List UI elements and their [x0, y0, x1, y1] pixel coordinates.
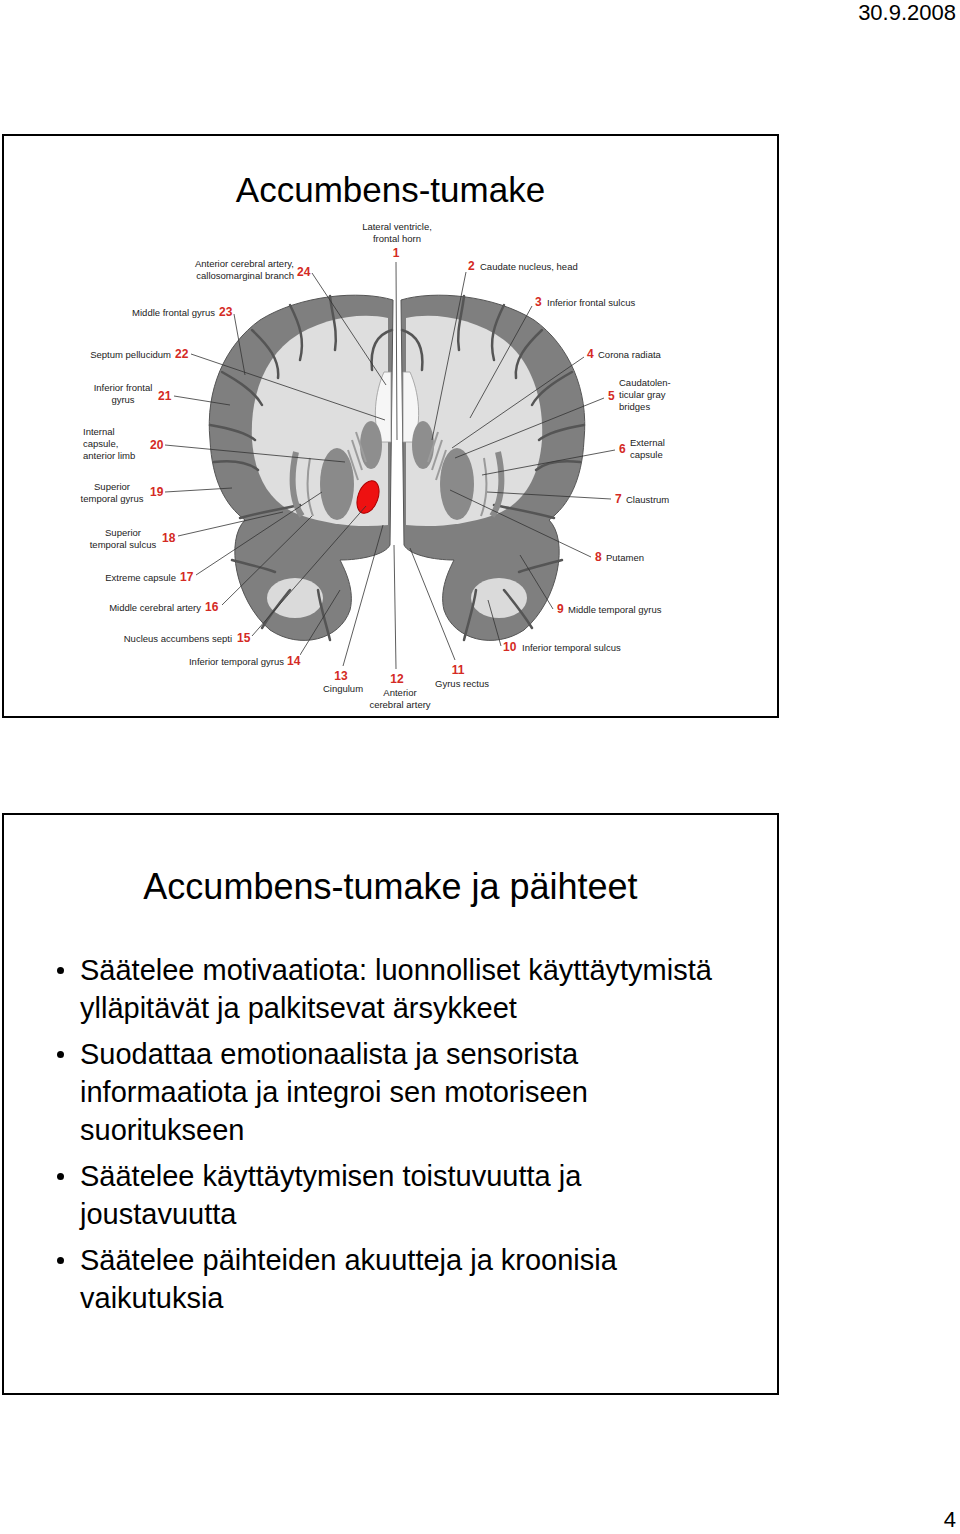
- structure-label: Superior temporal gyrus: [77, 481, 147, 505]
- callout-number: 14: [287, 654, 300, 668]
- callout-number: 4: [587, 347, 594, 361]
- structure-label: Internal capsule, anterior limb: [83, 426, 147, 462]
- structure-label: Inferior frontal sulcus: [547, 297, 635, 309]
- structure-label: Caudatolen- ticular gray bridges: [619, 377, 677, 413]
- callout-number: 10: [503, 640, 516, 654]
- callout-number: 7: [615, 492, 622, 506]
- bullet-text: Säätelee päihteiden akuutteja ja kroonis…: [80, 1241, 745, 1317]
- left-hemisphere: [209, 295, 393, 640]
- callout-number: 5: [608, 389, 615, 403]
- bullet-text: Säätelee motivaatiota: luonnolliset käyt…: [80, 951, 745, 1027]
- callout-number: 11: [452, 663, 465, 677]
- callout-number: 20: [150, 438, 163, 452]
- callout-number: 1: [393, 246, 400, 260]
- bullet-dot: [57, 1051, 64, 1058]
- structure-label: Superior temporal sulcus: [86, 527, 160, 551]
- structure-label: Inferior temporal gyrus: [189, 656, 284, 668]
- bullet-text: Suodattaa emotionaalista ja sensorista i…: [80, 1035, 745, 1149]
- callout-number: 15: [237, 631, 250, 645]
- page-header: 4: [944, 1507, 956, 1533]
- slide-title: Accumbens-tumake: [4, 169, 777, 211]
- structure-label: Anterior cerebral artery: [366, 687, 434, 711]
- structure-label: Caudate nucleus, head: [480, 261, 578, 273]
- structure-label: Lateral ventricle, frontal horn: [357, 221, 437, 245]
- structure-label: Extreme capsule: [105, 572, 176, 584]
- leader-lines: [165, 262, 615, 669]
- structure-label: Gyrus rectus: [435, 678, 489, 690]
- bullet-dot: [57, 1257, 64, 1264]
- callout-number: 3: [535, 295, 542, 309]
- structure-label: Middle temporal gyrus: [568, 604, 661, 616]
- callout-number: 24: [297, 265, 310, 279]
- structure-label: Septum pellucidum: [90, 349, 171, 361]
- structure-label: Anterior cerebral artery, callosomargina…: [170, 258, 294, 282]
- structure-label: Inferior temporal sulcus: [522, 642, 621, 654]
- bullet-dot: [57, 1173, 64, 1180]
- bullet-item: Säätelee päihteiden akuutteja ja kroonis…: [80, 1241, 745, 1317]
- bullet-text: Säätelee käyttäytymisen toistuvuutta ja …: [80, 1157, 745, 1233]
- bullet-item: Säätelee motivaatiota: luonnolliset käyt…: [80, 951, 745, 1027]
- callout-number: 8: [595, 550, 602, 564]
- callout-number: 2: [468, 259, 475, 273]
- callout-number: 22: [175, 347, 188, 361]
- structure-label: Putamen: [606, 552, 644, 564]
- slide-title: Accumbens-tumake ja päihteet: [4, 865, 777, 908]
- callout-number: 16: [205, 600, 218, 614]
- structure-label: Middle frontal gyrus: [132, 307, 215, 319]
- bullet-item: Säätelee käyttäytymisen toistuvuutta ja …: [80, 1157, 745, 1233]
- callout-number: 9: [557, 602, 564, 616]
- callout-number: 23: [219, 305, 232, 319]
- callout-number: 18: [162, 531, 175, 545]
- structure-label: Middle cerebral artery: [109, 602, 201, 614]
- bullet-list: Säätelee motivaatiota: luonnolliset käyt…: [80, 951, 745, 1317]
- bullet-dot: [57, 967, 64, 974]
- structure-label: External capsule: [630, 437, 674, 461]
- structure-label: Inferior frontal gyrus: [91, 382, 155, 406]
- callout-number: 19: [150, 485, 163, 499]
- bullet-item: Suodattaa emotionaalista ja sensorista i…: [80, 1035, 745, 1149]
- slide-frame: Accumbens-tumake ja päihteetSäätelee mot…: [2, 813, 779, 1395]
- callout-number: 21: [158, 389, 171, 403]
- structure-label: Claustrum: [626, 494, 669, 506]
- callout-number: 6: [619, 442, 626, 456]
- callout-number: 17: [180, 570, 193, 584]
- structure-label: Nucleus accumbens septi: [124, 633, 232, 645]
- right-hemisphere: [401, 295, 585, 640]
- accumbens-highlight: [353, 478, 383, 517]
- callout-number: 12: [390, 672, 403, 686]
- callout-number: 13: [334, 669, 347, 683]
- structure-label: Corona radiata: [598, 349, 661, 361]
- structure-label: Cingulum: [323, 683, 363, 695]
- page-header: 30.9.2008: [858, 0, 956, 26]
